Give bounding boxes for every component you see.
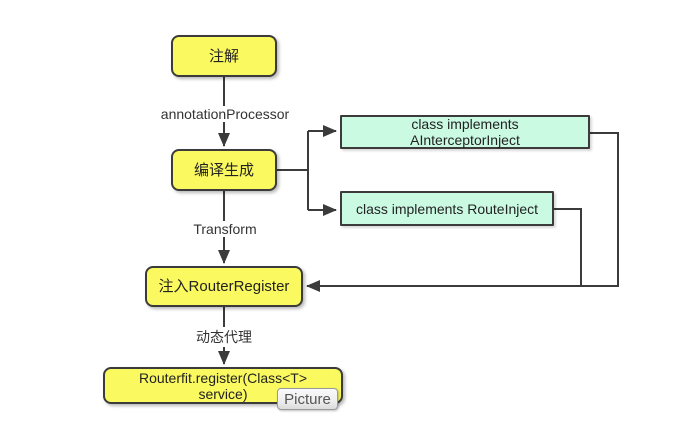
edge-label-transform: Transform [190, 221, 260, 237]
node-routerfit-register-label-line1: Routerfit.register(Class<T> [138, 369, 308, 386]
edge-label-dynamic-proxy: 动态代理 [193, 327, 255, 347]
node-interceptor-inject: class implements AInterceptorInject [340, 115, 590, 149]
edge-label-annotation-processor: annotationProcessor [157, 106, 293, 122]
node-compile-generate: 编译生成 [171, 149, 277, 191]
node-router-register: 注入RouterRegister [145, 266, 303, 307]
edge-interceptor-to-register [306, 132, 619, 292]
node-routerfit-register-label-line2: service) [198, 385, 248, 402]
node-interceptor-inject-label-line2: AInterceptorInject [410, 132, 520, 148]
node-annotation-label: 注解 [208, 47, 239, 65]
node-route-inject-label: class implements RouteInject [355, 200, 539, 217]
node-annotation: 注解 [171, 35, 277, 77]
node-router-register-label: 注入RouterRegister [158, 278, 290, 295]
picture-badge: Picture [277, 388, 338, 410]
node-compile-generate-label: 编译生成 [193, 161, 254, 179]
edge-route-to-register [553, 208, 582, 286]
node-interceptor-inject-label-line1: class implements [411, 116, 519, 132]
node-route-inject: class implements RouteInject [340, 191, 554, 226]
